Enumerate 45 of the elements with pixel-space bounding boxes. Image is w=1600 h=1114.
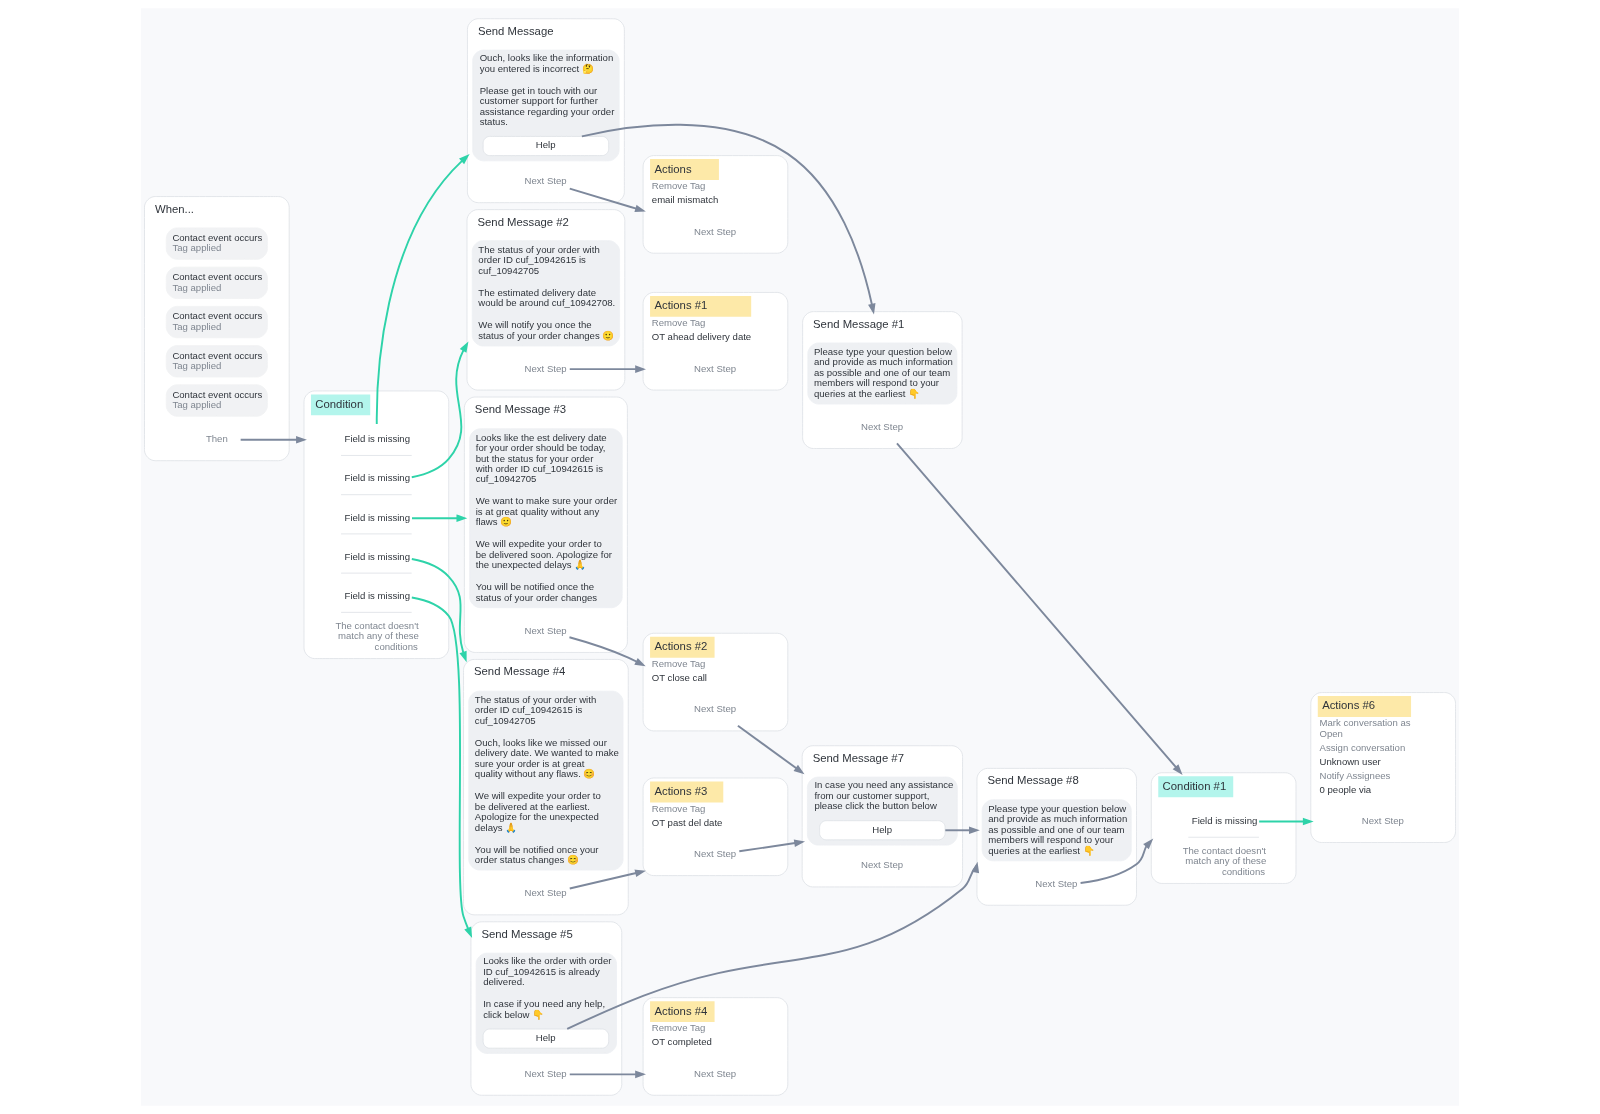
arrow [896,442,1183,775]
arrow [410,596,473,939]
arrow [410,341,469,479]
node-text: Next Step [524,624,567,636]
arrow [410,558,467,663]
node-text: Field is missing [344,590,411,602]
node-text: Field is missing [344,511,411,523]
node-text: Next Step [861,420,904,432]
node-text: Next Step [524,175,567,187]
node-text: Next Step [694,362,737,374]
arrow [566,861,980,1030]
node-text: The contact doesn't match any of these conditions [335,619,419,652]
node-text: Next Step [524,362,567,374]
node-text: Field is missing [344,472,411,484]
node-text: Field is missing [1191,815,1258,826]
node-text: Next Step [694,225,737,237]
node-text: Field is missing [344,433,411,445]
node-text: Next Step [694,848,737,860]
arrow [736,724,805,775]
node-text: Next Step [524,887,567,899]
node-box: Please type your question below and provide as much information as possible and one of our team members will respond to your queries at the earliest 👇 [981,799,1132,862]
node-text: Next Step [694,1067,737,1079]
node-box: Help [482,135,610,157]
arrow [411,514,468,522]
node-text: Next Step [694,703,737,715]
arrow [239,435,307,444]
arrow [1079,838,1154,884]
node-text: The contact doesn't match any of these conditions [1182,844,1267,877]
arrow [944,826,980,835]
arrow [568,187,646,213]
arrow [1258,817,1314,826]
arrow [568,1070,646,1079]
node-box: Help [819,820,946,841]
node-text: Field is missing [344,550,411,562]
arrow [375,154,470,425]
node-text: Then [205,433,228,445]
arrow [568,869,646,890]
node-text: Next Step [1361,815,1404,826]
arrow [568,636,646,667]
arrow [738,839,806,853]
node-box: Help [482,1028,610,1049]
node-text: Next Step [524,1067,567,1079]
node-text: Next Step [1035,877,1078,889]
arrow [568,365,646,373]
node-text: Next Step [861,859,904,871]
